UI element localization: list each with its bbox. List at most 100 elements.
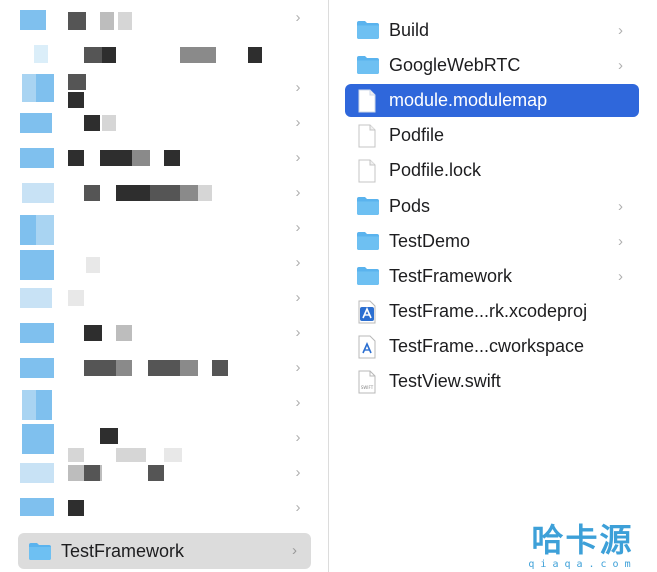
file-item-testframe-cworkspace[interactable]: TestFrame...cworkspace	[345, 330, 639, 363]
document-icon	[356, 124, 378, 148]
obscured-text-block	[148, 360, 180, 376]
obscured-text-block	[84, 325, 102, 341]
obscured-row[interactable]	[0, 35, 318, 70]
obscured-row[interactable]: ›	[0, 280, 318, 315]
file-item-label: TestDemo	[389, 231, 471, 251]
file-item-testview-swift[interactable]: SWIFT TestView.swift	[345, 365, 639, 398]
file-item-label: module.modulemap	[389, 90, 548, 110]
chevron-right-icon: ›	[618, 198, 623, 215]
obscured-text-block	[164, 150, 180, 166]
obscured-text-block	[68, 74, 86, 90]
obscured-text-block	[100, 428, 118, 444]
obscured-row[interactable]: ›	[0, 490, 318, 525]
obscured-folder-icon	[20, 498, 54, 516]
obscured-folder-icon	[20, 463, 54, 483]
obscured-folder-icon	[20, 250, 54, 280]
obscured-text-block	[84, 360, 118, 376]
obscured-text-block	[84, 47, 102, 63]
file-item-podfile-lock[interactable]: Podfile.lock	[345, 154, 639, 187]
file-item-build[interactable]: Build›	[345, 14, 639, 47]
obscured-row[interactable]: ›	[0, 105, 318, 140]
file-item-label: Podfile.lock	[389, 160, 482, 180]
chevron-right-icon: ›	[292, 542, 297, 559]
file-item-label: TestFrame...cworkspace	[389, 336, 585, 356]
left-selected-item-testframework[interactable]: TestFramework ›	[18, 533, 311, 569]
chevron-right-icon: ›	[295, 359, 301, 376]
chevron-right-icon: ›	[295, 289, 301, 306]
obscured-row[interactable]: ›	[0, 140, 318, 175]
chevron-right-icon: ›	[295, 219, 301, 236]
file-item-label: TestFrame...rk.xcodeproj	[389, 301, 588, 321]
folder-icon	[356, 195, 379, 219]
file-item-module-modulemap[interactable]: module.modulemap	[345, 84, 639, 117]
watermark-logo: 哈卡源 qiaqa.com	[508, 521, 657, 572]
file-item-label: Podfile	[389, 125, 445, 145]
obscured-folder-icon	[20, 148, 54, 168]
chevron-right-icon: ›	[295, 184, 301, 201]
obscured-folder-icon	[20, 358, 54, 378]
obscured-folder-icon	[20, 323, 54, 343]
obscured-row[interactable]: ›	[0, 420, 318, 462]
chevron-right-icon: ›	[295, 324, 301, 341]
obscured-text-block	[102, 47, 116, 63]
obscured-row[interactable]: ›	[0, 210, 318, 245]
chevron-right-icon: ›	[295, 499, 301, 516]
file-item-label: TestFramework	[389, 266, 513, 286]
obscured-text-block	[68, 290, 84, 306]
file-item-pods[interactable]: Pods›	[345, 190, 639, 223]
parent-folder-column: › › › › › › › › › › › › › › TestFramework ›	[0, 0, 329, 572]
obscured-text-block	[100, 150, 132, 166]
folder-icon	[356, 230, 379, 254]
obscured-text-block	[198, 185, 212, 201]
folder-icon	[356, 265, 379, 289]
obscured-text-block	[100, 12, 114, 30]
obscured-folder-icon	[36, 390, 52, 420]
chevron-right-icon: ›	[295, 79, 301, 96]
obscured-text-block	[84, 185, 100, 201]
file-item-label: TestView.swift	[389, 371, 501, 391]
obscured-row[interactable]: ›	[0, 175, 318, 210]
obscured-text-block	[180, 360, 198, 376]
swift-file-icon: SWIFT	[356, 370, 378, 394]
obscured-row[interactable]: ›	[0, 315, 318, 350]
file-item-testframework[interactable]: TestFramework›	[345, 260, 639, 293]
obscured-folder-icon	[36, 74, 54, 102]
obscured-folder-icon	[20, 10, 46, 30]
obscured-text-block	[84, 115, 100, 131]
watermark-subtext: qiaqa.com	[528, 559, 637, 570]
obscured-text-block	[84, 465, 100, 481]
chevron-right-icon: ›	[618, 233, 623, 250]
folder-icon	[28, 542, 52, 566]
chevron-right-icon: ›	[295, 114, 301, 131]
file-item-label: GoogleWebRTC	[389, 55, 521, 75]
file-item-testdemo[interactable]: TestDemo ›	[345, 225, 639, 258]
obscured-text-block	[150, 185, 182, 201]
chevron-right-icon: ›	[295, 149, 301, 166]
obscured-row[interactable]: ›	[0, 0, 318, 35]
chevron-right-icon: ›	[295, 394, 301, 411]
file-item-label: Build	[389, 20, 430, 40]
obscured-row[interactable]: ›	[0, 455, 318, 490]
file-item-googlewebrtc[interactable]: GoogleWebRTC ›	[345, 49, 639, 82]
obscured-row[interactable]: ›	[0, 245, 318, 280]
obscured-row[interactable]: ›	[0, 70, 318, 108]
obscured-folder-icon	[34, 45, 48, 63]
document-icon	[356, 159, 378, 183]
xcworkspace-icon	[356, 335, 378, 359]
obscured-text-block	[68, 448, 84, 462]
obscured-row[interactable]: ›	[0, 385, 318, 420]
file-item-podfile[interactable]: Podfile	[345, 119, 639, 152]
obscured-folder-icon	[20, 288, 52, 308]
obscured-folder-icon	[36, 215, 54, 245]
obscured-text-block	[164, 448, 182, 462]
folder-icon	[356, 19, 379, 43]
chevron-right-icon: ›	[295, 464, 301, 481]
obscured-text-block	[86, 257, 100, 273]
obscured-text-block	[148, 465, 164, 481]
obscured-text-block	[116, 360, 132, 376]
obscured-text-block	[180, 47, 216, 63]
obscured-row[interactable]: ›	[0, 350, 318, 385]
obscured-text-block	[102, 115, 116, 131]
chevron-right-icon: ›	[618, 57, 623, 74]
file-item-testframe-rk-xcodeproj[interactable]: TestFrame...rk.xcodeproj	[345, 295, 639, 328]
